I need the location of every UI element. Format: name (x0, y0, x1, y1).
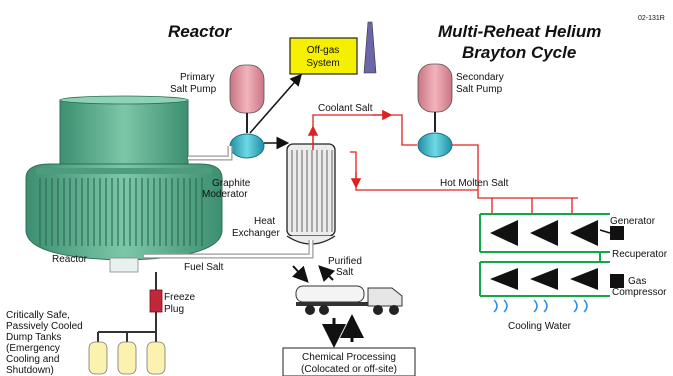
label-fuel-salt: Fuel Salt (184, 262, 224, 273)
label-secondary-pump-1: Secondary (456, 72, 504, 83)
label-recuperator: Recuperator (612, 249, 668, 260)
transport-truck (295, 285, 403, 315)
turbine-stage (530, 220, 558, 246)
label-dump-1: Critically Safe, (6, 310, 70, 321)
cooling-water-arrow (493, 299, 498, 313)
turbine-stage (570, 220, 598, 246)
reactor-header: Reactor (168, 22, 233, 41)
offgas-label-line2: System (306, 58, 339, 69)
cooling-water-arrow (503, 299, 508, 313)
label-cooling-water: Cooling Water (508, 321, 572, 332)
label-freeze-2: Plug (164, 304, 184, 315)
chemical-processing-line2: (Colocated or off-site) (301, 364, 397, 375)
cooling-water-arrows (493, 299, 588, 313)
primary-salt-pump (229, 64, 265, 159)
offgas-label-line1: Off-gas (307, 45, 340, 56)
label-freeze-1: Freeze (164, 292, 196, 303)
offgas-arrow (249, 73, 302, 134)
label-graphite-1: Graphite (212, 178, 251, 189)
turbine-stage (530, 268, 558, 290)
label-dump-5: Cooling and (6, 354, 59, 365)
heat-exchanger (286, 143, 336, 245)
label-heat-1: Heat (254, 216, 275, 227)
freeze-plug (149, 289, 163, 313)
compressor-block (610, 274, 624, 288)
label-heat-2: Exchanger (232, 228, 280, 239)
label-reactor: Reactor (52, 254, 88, 265)
brayton-cycle-loop (479, 213, 610, 297)
label-gas-1: Gas (628, 276, 646, 287)
label-graphite-2: Moderator (202, 189, 248, 200)
coolant-salt-loop (312, 114, 578, 214)
cycle-header-line1: Multi-Reheat Helium (438, 22, 601, 41)
label-secondary-pump-2: Salt Pump (456, 84, 503, 95)
label-dump-2: Passively Cooled (6, 321, 83, 332)
label-dump-4: (Emergency (6, 343, 60, 354)
stack-chimney (363, 21, 377, 74)
turbine-stage (490, 220, 518, 246)
secondary-salt-pump (417, 63, 453, 158)
label-gas-2: Compressor (612, 287, 667, 298)
figure-id: 02-131R (638, 15, 665, 22)
generator-block (610, 226, 624, 240)
graphite-moderator-bars (39, 178, 203, 246)
heat-exchanger-tubes (291, 150, 333, 232)
dump-tanks (88, 341, 166, 375)
turbine-stage (570, 268, 598, 290)
chemical-processing-line1: Chemical Processing (302, 352, 396, 363)
label-purified-1: Purified (328, 256, 362, 267)
cooling-water-arrow (543, 299, 548, 313)
label-dump-3: Dump Tanks (6, 332, 61, 343)
turbine-stage (490, 268, 518, 290)
chemical-processing-box (282, 347, 416, 376)
cooling-water-arrow (573, 299, 578, 313)
cooling-water-arrow (583, 299, 588, 313)
label-primary-pump-2: Salt Pump (170, 84, 217, 95)
label-dump-6: Shutdown) (6, 365, 54, 376)
label-hot-molten-salt: Hot Molten Salt (440, 178, 509, 189)
offgas-system-box (289, 37, 358, 75)
turbine-stages (490, 220, 598, 290)
cooling-water-arrow (533, 299, 538, 313)
label-generator: Generator (610, 216, 656, 227)
label-primary-pump-1: Primary (180, 72, 214, 83)
label-coolant-salt: Coolant Salt (318, 103, 373, 114)
label-purified-2: Salt (336, 267, 353, 278)
cycle-header-line2: Brayton Cycle (462, 43, 576, 62)
